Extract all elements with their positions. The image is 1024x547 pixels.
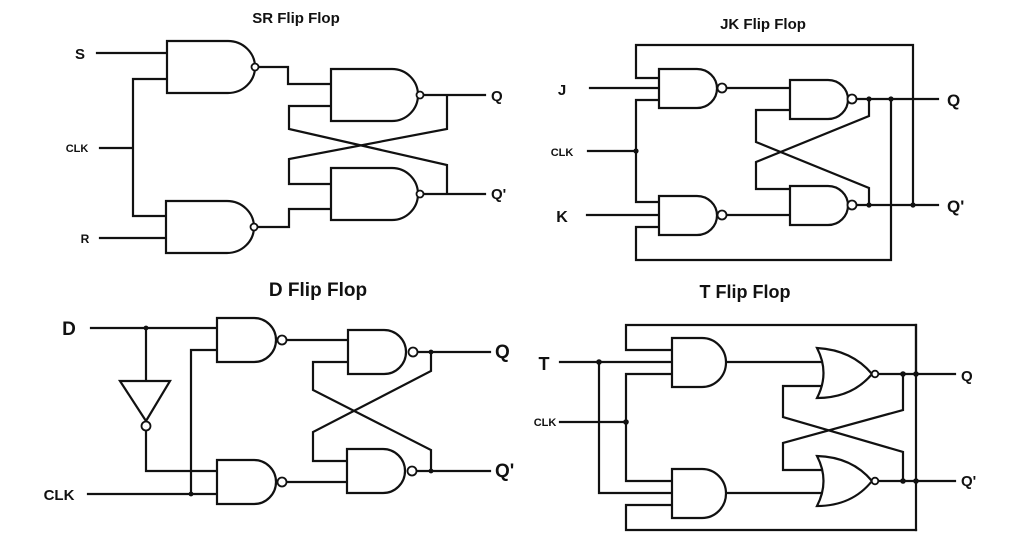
t-junction-qbar-2 xyxy=(913,478,919,484)
sr-output-qbar-label: Q' xyxy=(491,186,506,203)
d-nand-gate-3-bubble xyxy=(406,465,418,477)
jk-junction-q-2 xyxy=(888,96,894,102)
d-output-qbar-label: Q' xyxy=(495,461,514,482)
t-title: T Flip Flop xyxy=(700,282,791,302)
d-not-gate-bubble xyxy=(140,420,152,432)
jk-input-clk-label: CLK xyxy=(551,147,574,159)
t-wire-q-out xyxy=(781,323,957,472)
jk-junction-qbar-1 xyxy=(866,202,872,208)
sr-title: SR Flip Flop xyxy=(252,10,340,27)
t-junction-clk xyxy=(623,419,629,425)
jk-junction-q-1 xyxy=(866,96,872,102)
sr-nand-gate-2 xyxy=(329,67,420,123)
d-junction-clk xyxy=(188,491,194,497)
sr-wire-top-nand-out xyxy=(257,65,333,86)
sr-wire-q-out xyxy=(287,93,487,186)
jk-nand-gate-2-bubble xyxy=(846,93,858,105)
jk-output-q-label: Q xyxy=(947,91,960,110)
t-junction-q-1 xyxy=(900,371,906,377)
sr-input-s-label: S xyxy=(75,46,85,63)
jk-wire-q-out xyxy=(754,97,940,191)
d-input-clk-label: CLK xyxy=(44,487,75,504)
t-wire-t xyxy=(558,360,674,495)
t-nor-gate-1-bubble xyxy=(870,369,880,379)
d-junction-qbar xyxy=(428,468,434,474)
d-wire-qbar-out xyxy=(311,360,492,473)
sr-input-r-label: R xyxy=(81,232,90,246)
jk-nand-gate-3 xyxy=(788,184,850,227)
t-input-clk-label: CLK xyxy=(534,417,557,429)
d-nand-gate-1 xyxy=(215,316,278,364)
d-nand-gate-2 xyxy=(346,328,408,376)
sr-nand-gate-2-bubble xyxy=(415,90,425,100)
sr-nand-gate-1 xyxy=(165,39,257,95)
t-wire-feedback-top xyxy=(624,323,918,483)
t-wire-qbar-out xyxy=(781,384,957,532)
sr-output-q-label: Q xyxy=(491,88,503,105)
jk-junction-qbar-2 xyxy=(910,202,916,208)
d-not-gate xyxy=(117,379,172,424)
jk-wire-clk xyxy=(586,98,661,204)
d-nand-gate-1-bubble xyxy=(276,334,288,346)
t-junction-t xyxy=(596,359,602,365)
d-output-q-label: Q xyxy=(495,342,510,363)
d-wire-d xyxy=(89,326,219,383)
t-wire-feedback-bottom xyxy=(624,503,918,532)
sr-nand-gate-1-bubble xyxy=(250,62,260,72)
d-nand-gate-3 xyxy=(345,447,407,495)
d-nand-gate-2-bubble xyxy=(407,346,419,358)
t-nor-gate-2 xyxy=(815,454,874,508)
jk-title: JK Flip Flop xyxy=(720,16,806,33)
jk-nand-gate-1-bubble xyxy=(716,82,728,94)
sr-nand-gate-3-bubble xyxy=(415,189,425,199)
t-wire-clk xyxy=(558,372,674,483)
t-input-t-label: T xyxy=(539,354,550,374)
d-wire-q-out xyxy=(311,350,492,463)
jk-junction-clk xyxy=(633,148,639,154)
d-flip-flop-panel: D Flip Flop D CLK Q Q' xyxy=(44,280,514,506)
t-and-gate-1 xyxy=(670,336,728,389)
sr-flip-flop-panel: SR Flip Flop S CLK R Q Q' xyxy=(66,10,506,255)
sr-input-clk-label: CLK xyxy=(66,143,89,155)
d-nand-gate-4 xyxy=(215,458,278,506)
t-nor-gate-1 xyxy=(815,346,874,400)
t-output-qbar-label: Q' xyxy=(961,473,976,490)
jk-wire-feedback-bottom xyxy=(634,97,893,262)
sr-nand-gate-3 xyxy=(329,166,420,222)
jk-nand-gate-4 xyxy=(657,194,719,237)
jk-output-qbar-label: Q' xyxy=(947,197,964,216)
t-and-gate-2 xyxy=(670,467,728,520)
d-nand-gate-4-bubble xyxy=(276,476,288,488)
jk-nand-gate-3-bubble xyxy=(846,199,858,211)
d-junction-q xyxy=(428,349,434,355)
jk-flip-flop-panel: JK Flip Flop J CLK K Q Q' xyxy=(551,16,964,262)
sr-nand-gate-4 xyxy=(164,199,256,255)
d-input-d-label: D xyxy=(62,319,76,340)
t-output-q-label: Q xyxy=(961,368,973,385)
t-flip-flop-panel: T Flip Flop T CLK Q Q' xyxy=(534,282,976,532)
d-junction-d xyxy=(143,325,149,331)
d-title: D Flip Flop xyxy=(269,280,367,301)
t-junction-q-2 xyxy=(913,371,919,377)
jk-nand-gate-4-bubble xyxy=(716,209,728,221)
sr-nand-gate-4-bubble xyxy=(249,222,259,232)
jk-input-j-label: J xyxy=(558,82,566,99)
jk-nand-gate-2 xyxy=(788,78,850,121)
sr-wire-clk xyxy=(98,77,169,218)
sr-wire-bottom-nand-out xyxy=(256,207,333,229)
jk-nand-gate-1 xyxy=(657,67,719,110)
t-junction-qbar-1 xyxy=(900,478,906,484)
d-wire-inverter-out xyxy=(144,429,219,473)
t-nor-gate-2-bubble xyxy=(870,476,880,486)
jk-input-k-label: K xyxy=(556,209,568,226)
sr-wire-qbar-out xyxy=(287,104,487,196)
d-wire-clk xyxy=(86,348,219,496)
